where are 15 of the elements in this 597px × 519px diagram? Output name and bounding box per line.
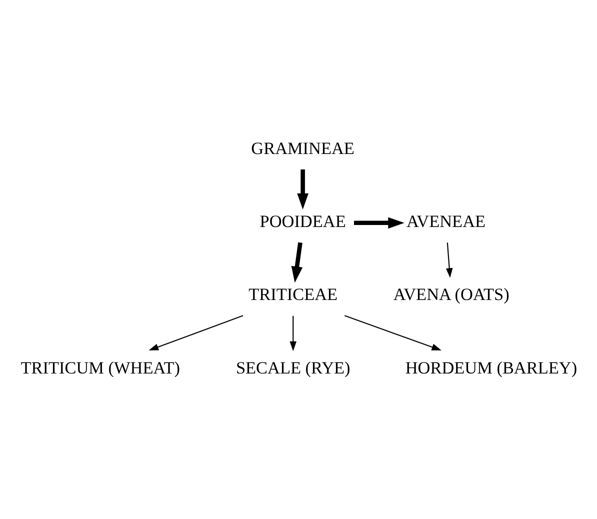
node-text: AVENEAE <box>406 212 486 231</box>
arrow <box>148 315 244 350</box>
node-text: POOIDEAE <box>260 212 346 231</box>
arrow <box>290 316 297 352</box>
node-text: TRITICEAE <box>248 285 338 304</box>
arrow <box>291 242 303 283</box>
node-text: HORDEUM (BARLEY) <box>405 358 578 378</box>
node-text: TRITICUM (WHEAT) <box>20 358 180 378</box>
arrow <box>297 169 308 210</box>
node-text: AVENA (OATS) <box>393 285 510 304</box>
arrow <box>344 315 442 350</box>
node-text: GRAMINEAE <box>251 138 354 158</box>
arrow <box>446 242 453 278</box>
arrow <box>354 217 404 229</box>
node-text: SECALE (RYE) <box>236 358 350 378</box>
